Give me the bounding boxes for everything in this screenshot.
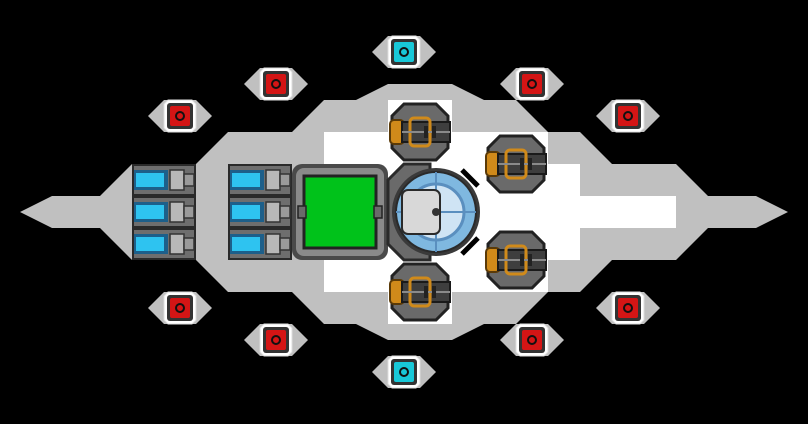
beacon-light: [170, 298, 190, 318]
engine-nozzle: [169, 169, 185, 191]
cannon-turret[interactable]: [389, 262, 451, 322]
cockpit-edge-bottom: [460, 236, 480, 256]
turret-vent: [528, 158, 532, 170]
turret-vent: [520, 158, 524, 170]
turret-vent: [424, 126, 428, 138]
red-beacon[interactable]: [148, 291, 212, 325]
red-beacon[interactable]: [596, 291, 660, 325]
engine-coupling: [279, 237, 291, 251]
beacon-light: [522, 330, 542, 350]
engine-coupling: [183, 237, 195, 251]
beacon-light: [394, 362, 414, 382]
turret-vent: [432, 286, 436, 298]
engine-glow: [136, 237, 164, 251]
engine-thruster[interactable]: [132, 164, 196, 196]
red-beacon[interactable]: [148, 99, 212, 133]
beacon-light: [522, 74, 542, 94]
beacon-lens: [175, 303, 185, 313]
red-beacon[interactable]: [244, 67, 308, 101]
engine-nozzle: [265, 169, 281, 191]
beacon-lens: [399, 367, 409, 377]
engine-glow: [232, 173, 260, 187]
turret-vent: [528, 254, 532, 266]
beacon-group: [148, 35, 660, 389]
beacon-lens: [623, 303, 633, 313]
beacon-light: [618, 298, 638, 318]
turret-vent: [424, 286, 428, 298]
beacon-light: [266, 74, 286, 94]
turret-vent: [432, 126, 436, 138]
beacon-lens: [623, 111, 633, 121]
cannon-turret[interactable]: [389, 102, 451, 162]
turret-vent: [520, 254, 524, 266]
beacon-lens: [271, 335, 281, 345]
engine-coupling: [183, 205, 195, 219]
beacon-light: [266, 330, 286, 350]
engine-glow: [232, 205, 260, 219]
beacon-light: [618, 106, 638, 126]
beacon-lens: [399, 47, 409, 57]
turret-group: [389, 102, 547, 322]
engine-coupling: [183, 173, 195, 187]
beacon-light: [394, 42, 414, 62]
red-beacon[interactable]: [244, 323, 308, 357]
engine-thruster[interactable]: [228, 164, 292, 196]
cannon-turret[interactable]: [485, 134, 547, 194]
reactor-core[interactable]: [292, 164, 388, 260]
engine-nozzle: [265, 201, 281, 223]
engine-coupling: [279, 205, 291, 219]
engine-thruster[interactable]: [228, 196, 292, 228]
engine-thruster[interactable]: [132, 196, 196, 228]
engine-nozzle: [169, 233, 185, 255]
engine-bank-group: [132, 164, 292, 260]
beacon-lens: [175, 111, 185, 121]
engine-glow: [232, 237, 260, 251]
red-beacon[interactable]: [500, 67, 564, 101]
red-beacon[interactable]: [596, 99, 660, 133]
pilot-console: [432, 208, 440, 216]
engine-thruster[interactable]: [132, 228, 196, 260]
beacon-lens: [271, 79, 281, 89]
cockpit-edge-top: [460, 168, 480, 188]
reactor-clamp-left: [297, 205, 307, 219]
beacon-lens: [527, 335, 537, 345]
reactor-clamp-right: [373, 205, 383, 219]
red-beacon[interactable]: [500, 323, 564, 357]
engine-thruster[interactable]: [228, 228, 292, 260]
reactor-energy-panel: [302, 174, 378, 250]
engine-glow: [136, 205, 164, 219]
cannon-turret[interactable]: [485, 230, 547, 290]
cyan-beacon[interactable]: [372, 355, 436, 389]
cyan-beacon[interactable]: [372, 35, 436, 69]
beacon-light: [170, 106, 190, 126]
engine-nozzle: [265, 233, 281, 255]
engine-nozzle: [169, 201, 185, 223]
engine-glow: [136, 173, 164, 187]
cockpit-dome[interactable]: [386, 162, 480, 262]
beacon-lens: [527, 79, 537, 89]
engine-coupling: [279, 173, 291, 187]
